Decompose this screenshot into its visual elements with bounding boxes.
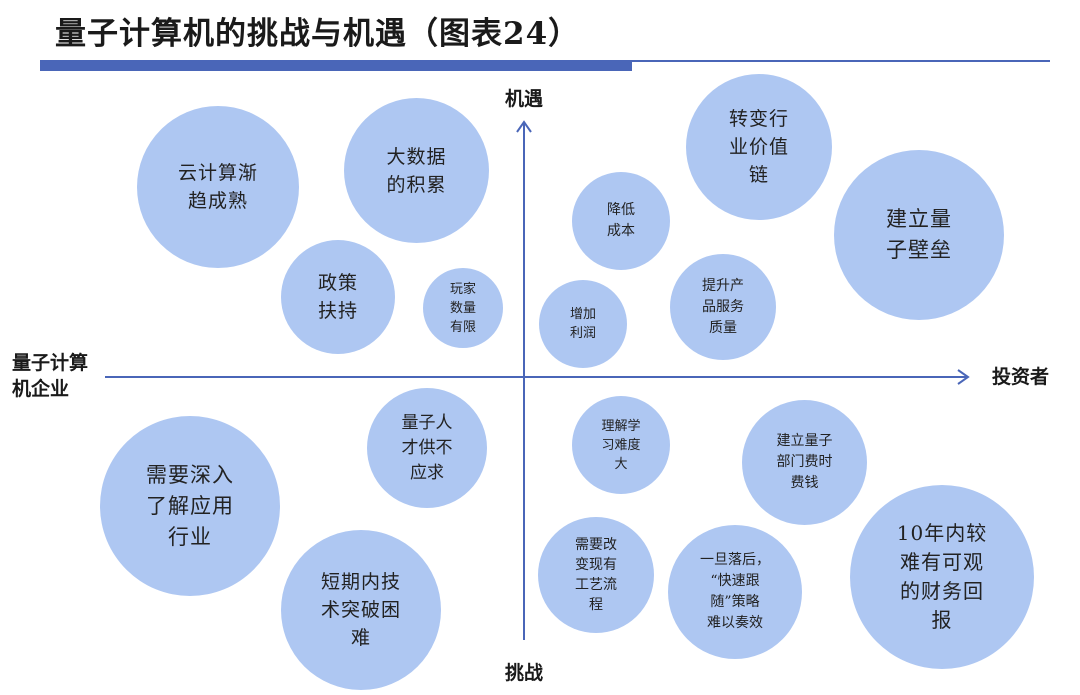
bubble-quantum-barrier: 建立量 子壁垒	[834, 150, 1004, 320]
bubble-service-quality: 提升产 品服务 质量	[670, 254, 776, 360]
bubble-fast-follow: 一旦落后， “快速跟 随”策略 难以奏效	[668, 525, 802, 659]
bubble-few-players: 玩家 数量 有限	[423, 268, 503, 348]
title-underline-bar	[40, 60, 632, 71]
horizontal-axis-arrowhead	[957, 369, 970, 385]
bubble-increase-profit: 增加 利润	[539, 280, 627, 368]
axis-label-left: 量子计算 机企业	[12, 352, 89, 400]
title-underline-line	[632, 60, 1050, 62]
bubble-understand-industry: 需要深入 了解应用 行业	[100, 416, 280, 596]
bubble-learning-difficulty: 理解学 习难度 大	[572, 396, 670, 494]
bubble-department-cost: 建立量子 部门费时 费钱	[742, 400, 867, 525]
axis-label-top: 机遇	[505, 88, 544, 110]
bubble-cloud-computing: 云计算渐 趋成熟	[137, 106, 299, 268]
bubble-tech-breakthrough: 短期内技 术突破困 难	[281, 530, 441, 690]
bubble-policy-support: 政策 扶持	[281, 240, 395, 354]
bubble-big-data: 大数据 的积累	[344, 98, 489, 243]
bubble-reduce-cost: 降低 成本	[572, 172, 670, 270]
page-title: 量子计算机的挑战与机遇（图表24）	[55, 16, 581, 52]
bubble-financial-return: 10年内较 难有可观 的财务回 报	[850, 485, 1034, 669]
axis-label-bottom: 挑战	[505, 662, 544, 684]
vertical-axis-arrowhead	[516, 120, 532, 133]
bubble-talent-shortage: 量子人 才供不 应求	[367, 388, 487, 508]
axis-label-right: 投资者	[992, 366, 1050, 388]
bubble-change-process: 需要改 变现有 工艺流 程	[538, 517, 654, 633]
bubble-value-chain: 转变行 业价值 链	[686, 74, 832, 220]
